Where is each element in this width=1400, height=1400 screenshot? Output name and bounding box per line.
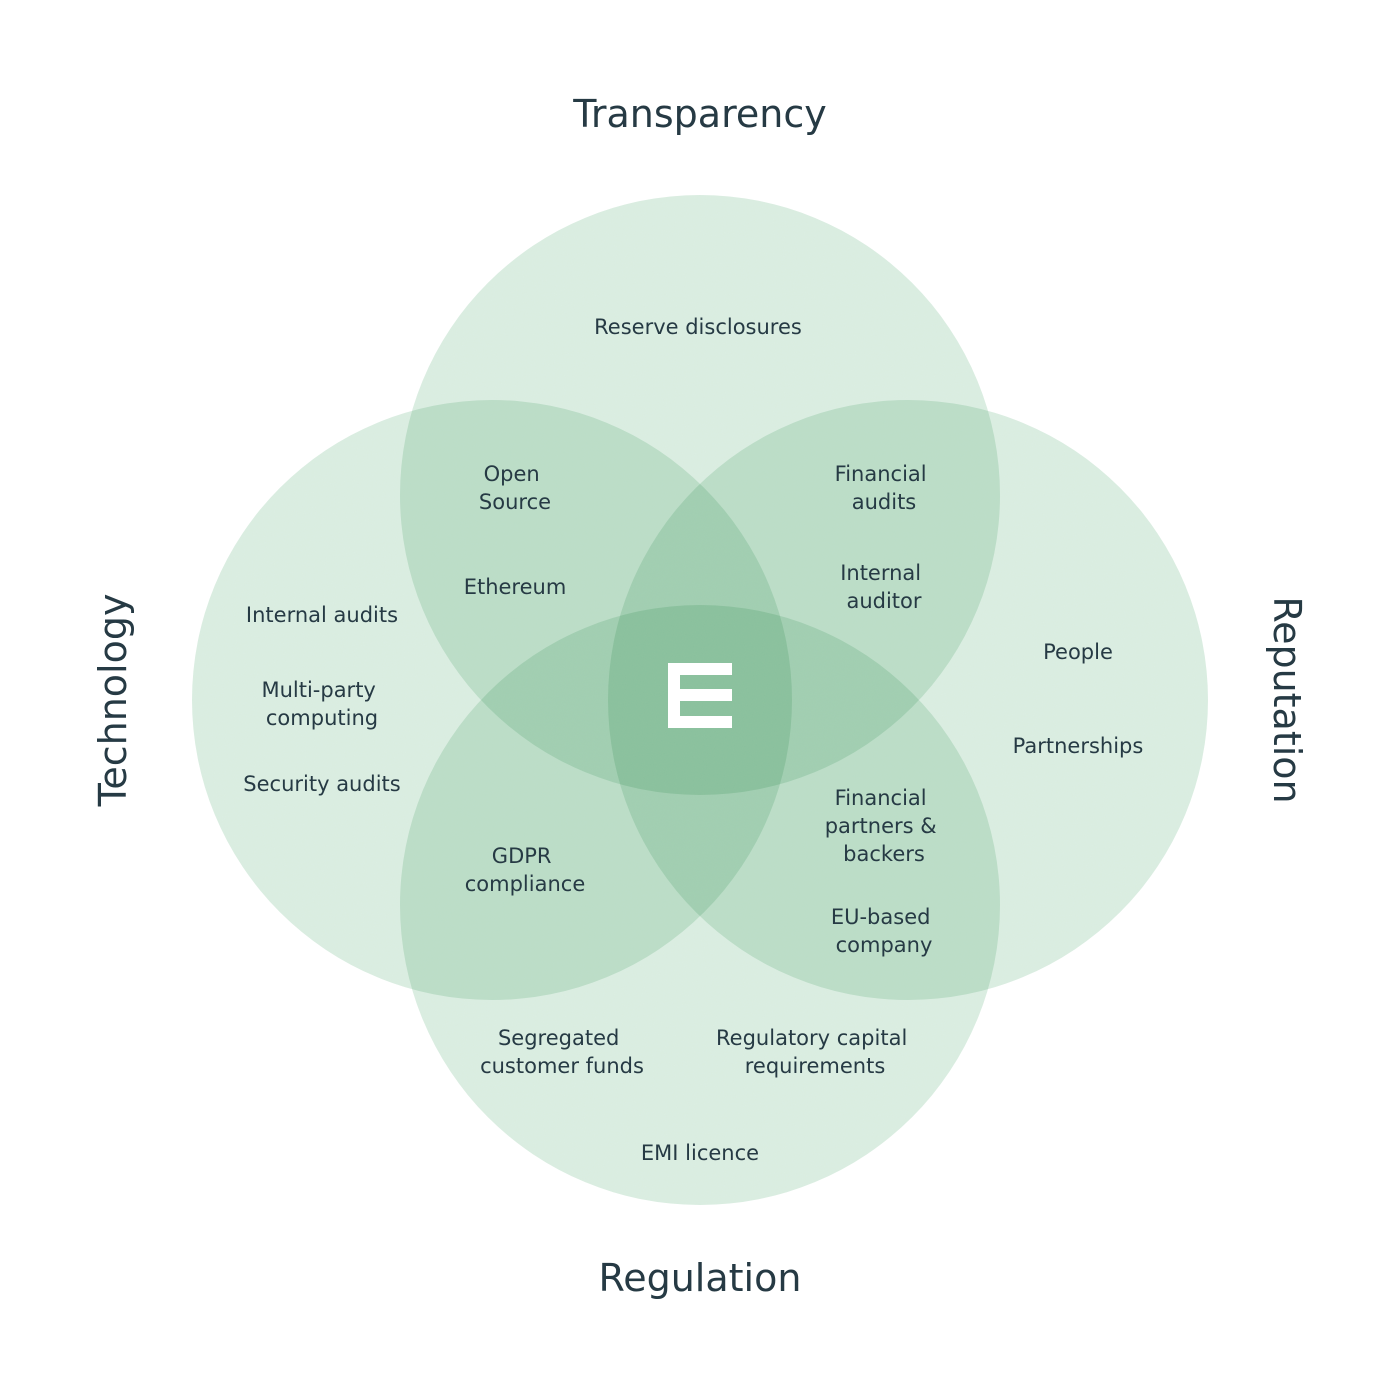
label-eu-based-company-line: EU-based xyxy=(831,905,931,929)
label-multi-party-computing-line: Multi-party xyxy=(261,678,375,702)
heading-technology: Technology xyxy=(91,594,135,808)
label-open-source: Open Source xyxy=(479,462,551,514)
logo-bar-middle xyxy=(668,689,732,701)
label-gdpr-compliance: GDPR compliance xyxy=(465,844,586,896)
label-internal-auditor-line: auditor xyxy=(846,589,921,613)
label-regulatory-capital-line: Regulatory capital xyxy=(716,1026,907,1050)
label-open-source-line: Source xyxy=(479,490,551,514)
stacked-bars-logo-icon xyxy=(668,663,732,728)
label-financial-partners-line: backers xyxy=(843,842,925,866)
label-financial-partners-line: partners & xyxy=(825,814,937,838)
circles-group xyxy=(192,195,1208,1205)
label-financial-audits-line: audits xyxy=(852,490,917,514)
label-internal-auditor: Internal auditor xyxy=(840,561,928,613)
label-security-audits: Security audits xyxy=(243,772,400,796)
heading-reputation: Reputation xyxy=(1265,596,1309,803)
label-financial-partners-backers: Financial partners & backers xyxy=(825,786,944,866)
label-financial-partners-line: Financial xyxy=(835,786,927,810)
logo-stem-lower xyxy=(668,689,680,728)
heading-regulation: Regulation xyxy=(599,1256,802,1300)
label-emi-licence: EMI licence xyxy=(641,1141,759,1165)
label-regulatory-capital-requirements: Regulatory capital requirements xyxy=(716,1026,914,1078)
label-partnerships: Partnerships xyxy=(1013,734,1144,758)
label-regulatory-capital-line: requirements xyxy=(745,1054,886,1078)
label-multi-party-computing: Multi-party computing xyxy=(261,678,382,730)
label-segregated-line: Segregated xyxy=(498,1026,619,1050)
label-people: People xyxy=(1043,640,1113,664)
label-segregated-line: customer funds xyxy=(480,1054,644,1078)
circle-regulation xyxy=(400,605,1000,1205)
label-eu-based-company-line: company xyxy=(836,933,933,957)
label-financial-audits-line: Financial xyxy=(835,462,927,486)
label-internal-auditor-line: Internal xyxy=(840,561,921,585)
label-gdpr-compliance-line: GDPR xyxy=(492,844,552,868)
logo-bar-bottom xyxy=(668,716,732,728)
label-eu-based-company: EU-based company xyxy=(831,905,937,957)
label-internal-audits: Internal audits xyxy=(246,603,398,627)
heading-transparency: Transparency xyxy=(572,92,826,136)
label-segregated-customer-funds: Segregated customer funds xyxy=(480,1026,644,1078)
label-multi-party-computing-line: computing xyxy=(266,706,378,730)
label-open-source-line: Open xyxy=(484,462,540,486)
label-ethereum: Ethereum xyxy=(464,575,567,599)
label-financial-audits: Financial audits xyxy=(835,462,934,514)
logo-bar-top xyxy=(668,663,732,675)
label-reserve-disclosures: Reserve disclosures xyxy=(594,315,802,339)
label-gdpr-compliance-line: compliance xyxy=(465,872,586,896)
